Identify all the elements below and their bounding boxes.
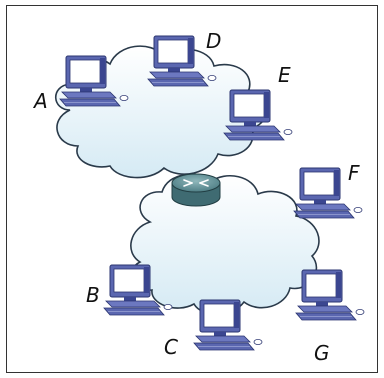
host-g-computer-icon <box>295 269 365 321</box>
host-g-label: G <box>314 341 330 365</box>
host-e-label: E <box>278 63 291 87</box>
host-d-label: D <box>206 29 221 53</box>
host-b-label: B <box>86 283 100 307</box>
host-c-label: C <box>164 335 178 359</box>
router-icon <box>171 173 221 207</box>
host-f-label: F <box>348 161 360 185</box>
lower-cloud <box>130 173 320 315</box>
host-c-computer-icon <box>193 299 263 351</box>
host-a-label: A <box>32 89 48 113</box>
